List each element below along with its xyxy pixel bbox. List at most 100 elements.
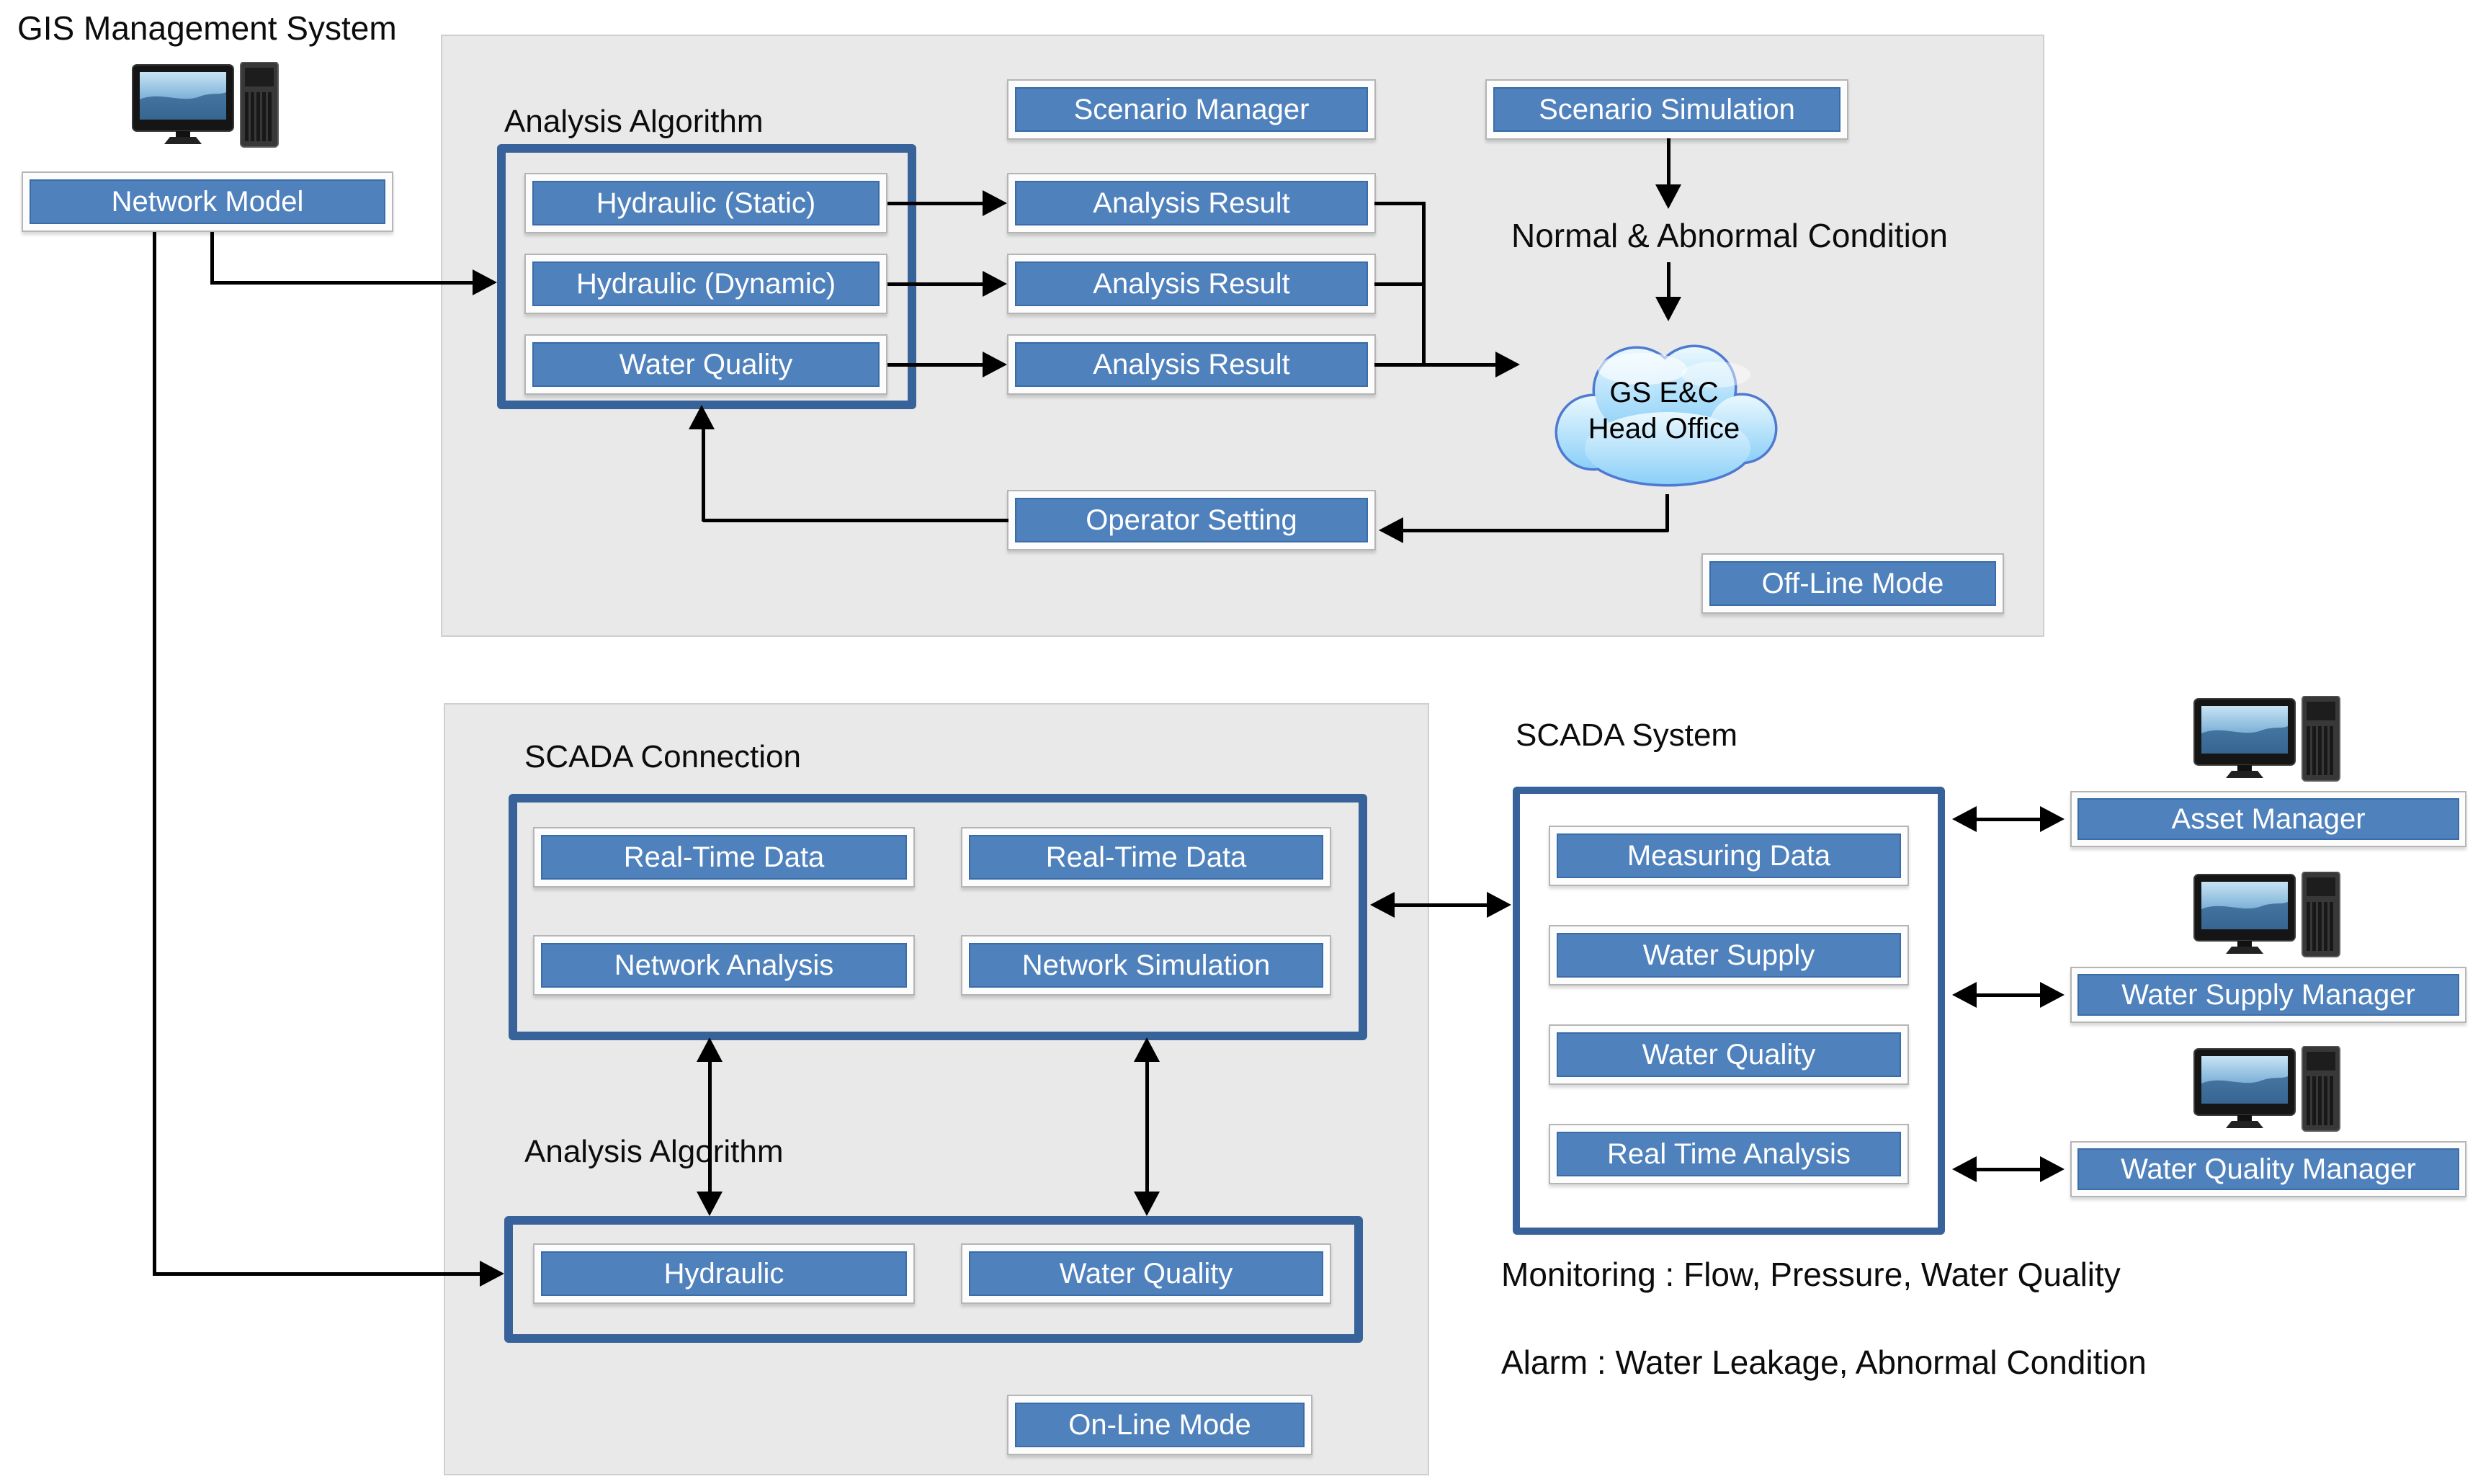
scenario-manager-label: Scenario Manager xyxy=(1015,87,1368,132)
network-simulation-box: Network Simulation xyxy=(961,935,1331,996)
network-analysis-box: Network Analysis xyxy=(533,935,915,996)
condition-text: Normal & Abnormal Condition xyxy=(1511,217,1948,254)
online-mode-box: On-Line Mode xyxy=(1007,1395,1312,1455)
network-simulation-label: Network Simulation xyxy=(969,943,1323,988)
operator-setting-box: Operator Setting xyxy=(1007,490,1376,550)
arrowhead-dynamic-to-result xyxy=(983,271,1007,297)
arrowhead-cloud-to-operator xyxy=(1379,517,1403,543)
arrow-cloud-to-operator-v xyxy=(1665,494,1669,532)
scada-water-quality-label: Water Quality xyxy=(1557,1032,1901,1077)
double-arrow-2-shaft xyxy=(1145,1060,1149,1193)
analysis-result-2-label: Analysis Result xyxy=(1015,262,1368,306)
water-supply-box: Water Supply xyxy=(1549,925,1909,985)
arrowhead-operator-to-algorithm xyxy=(689,405,715,429)
arrow-nm-to-online-v xyxy=(153,232,156,1275)
arrow-dynamic-to-result xyxy=(887,282,984,286)
network-model-label: Network Model xyxy=(30,179,385,224)
arrow-operator-to-algorithm-v xyxy=(702,428,705,522)
real-time-data-2-label: Real-Time Data xyxy=(969,835,1323,880)
scada-watersupply-arrow-left xyxy=(1952,982,1977,1008)
arrow-static-to-result xyxy=(887,202,984,205)
hydraulic-static-box: Hydraulic (Static) xyxy=(524,173,887,233)
water-quality-top-box: Water Quality xyxy=(524,334,887,395)
water-quality-bottom-label: Water Quality xyxy=(969,1251,1323,1296)
workstation-icon xyxy=(2193,1045,2344,1135)
arrowhead-simulation-to-condition xyxy=(1655,184,1681,209)
alarm-text: Alarm : Water Leakage, Abnormal Conditio… xyxy=(1501,1344,2147,1381)
double-arrow-1-up xyxy=(697,1037,723,1062)
arrow-simulation-to-condition xyxy=(1667,138,1670,186)
panel-scada-arrow-right xyxy=(1487,892,1511,918)
arrowhead-results-to-cloud xyxy=(1495,352,1520,377)
offline-mode-box: Off-Line Mode xyxy=(1701,553,2004,614)
arrow-nm-to-online-h xyxy=(153,1272,481,1276)
online-analysis-algorithm-container xyxy=(504,1216,1363,1343)
arrow-nm-to-offline-h xyxy=(210,281,474,285)
collector-stub-1 xyxy=(1374,202,1425,205)
scada-water-quality-box: Water Quality xyxy=(1549,1024,1909,1085)
network-model-box: Network Model xyxy=(22,171,393,232)
scada-waterquality-arrow-shaft xyxy=(1975,1168,2041,1171)
asset-manager-box: Asset Manager xyxy=(2070,791,2466,847)
scada-watersupply-arrow-right xyxy=(2040,982,2065,1008)
arrow-condition-to-cloud xyxy=(1667,262,1670,298)
double-arrow-1-down xyxy=(697,1192,723,1216)
arrow-nm-to-offline-v xyxy=(210,232,214,284)
measuring-data-box: Measuring Data xyxy=(1549,826,1909,886)
water-supply-manager-box: Water Supply Manager xyxy=(2070,967,2466,1023)
real-time-data-2-box: Real-Time Data xyxy=(961,827,1331,888)
arrow-quality-to-result xyxy=(887,363,984,367)
analysis-result-1-label: Analysis Result xyxy=(1015,181,1368,225)
collector-vline xyxy=(1422,202,1426,366)
cloud-caption: GS E&C Head Office xyxy=(1527,323,1801,499)
panel-scada-arrow-left xyxy=(1370,892,1395,918)
arrow-cloud-to-operator-h xyxy=(1402,529,1668,532)
arrowhead-nm-to-online xyxy=(480,1261,504,1287)
workstation-icon xyxy=(131,61,282,151)
scada-waterquality-arrow-right xyxy=(2040,1156,2065,1182)
scada-asset-arrow-left xyxy=(1952,806,1977,832)
double-arrow-1-shaft xyxy=(708,1060,712,1193)
offline-analysis-algorithm-container xyxy=(497,144,916,409)
offline-mode-label: Off-Line Mode xyxy=(1709,561,1996,606)
arrow-operator-to-algorithm-h xyxy=(703,519,1008,522)
real-time-data-1-label: Real-Time Data xyxy=(541,835,907,880)
arrowhead-static-to-result xyxy=(983,190,1007,216)
water-quality-manager-box: Water Quality Manager xyxy=(2070,1141,2466,1197)
water-quality-top-label: Water Quality xyxy=(532,342,880,387)
cloud-line2: Head Office xyxy=(1588,413,1740,444)
scada-watersupply-arrow-shaft xyxy=(1975,993,2041,997)
analysis-result-2-box: Analysis Result xyxy=(1007,254,1376,314)
real-time-analysis-label: Real Time Analysis xyxy=(1557,1132,1901,1176)
scenario-simulation-label: Scenario Simulation xyxy=(1493,87,1840,132)
hydraulic-dynamic-label: Hydraulic (Dynamic) xyxy=(532,262,880,306)
workstation-icon xyxy=(2193,871,2344,961)
water-supply-manager-label: Water Supply Manager xyxy=(2077,974,2459,1016)
arrowhead-nm-to-offline xyxy=(473,269,497,295)
analysis-result-1-box: Analysis Result xyxy=(1007,173,1376,233)
operator-setting-label: Operator Setting xyxy=(1015,498,1368,542)
hydraulic-bottom-box: Hydraulic xyxy=(533,1243,915,1304)
scenario-manager-box: Scenario Manager xyxy=(1007,79,1376,140)
panel-scada-arrow-shaft xyxy=(1393,903,1488,907)
cloud-line1: GS E&C xyxy=(1609,377,1719,408)
real-time-analysis-box: Real Time Analysis xyxy=(1549,1124,1909,1184)
arrowhead-quality-to-result xyxy=(983,352,1007,377)
measuring-data-label: Measuring Data xyxy=(1557,833,1901,878)
analysis-result-3-label: Analysis Result xyxy=(1015,342,1368,387)
collector-stub-2 xyxy=(1374,282,1425,286)
offline-analysis-algorithm-title: Analysis Algorithm xyxy=(504,104,764,139)
scada-connection-title: SCADA Connection xyxy=(524,739,801,774)
online-mode-label: On-Line Mode xyxy=(1015,1403,1305,1447)
gis-title: GIS Management System xyxy=(17,9,397,47)
scada-system-title: SCADA System xyxy=(1516,718,1738,753)
online-analysis-algorithm-title: Analysis Algorithm xyxy=(524,1134,784,1169)
water-quality-manager-label: Water Quality Manager xyxy=(2077,1148,2459,1190)
arrow-results-to-cloud xyxy=(1374,363,1497,367)
real-time-data-1-box: Real-Time Data xyxy=(533,827,915,888)
scenario-simulation-box: Scenario Simulation xyxy=(1485,79,1848,140)
asset-manager-label: Asset Manager xyxy=(2077,798,2459,840)
scada-waterquality-arrow-left xyxy=(1952,1156,1977,1182)
double-arrow-2-up xyxy=(1134,1037,1160,1062)
